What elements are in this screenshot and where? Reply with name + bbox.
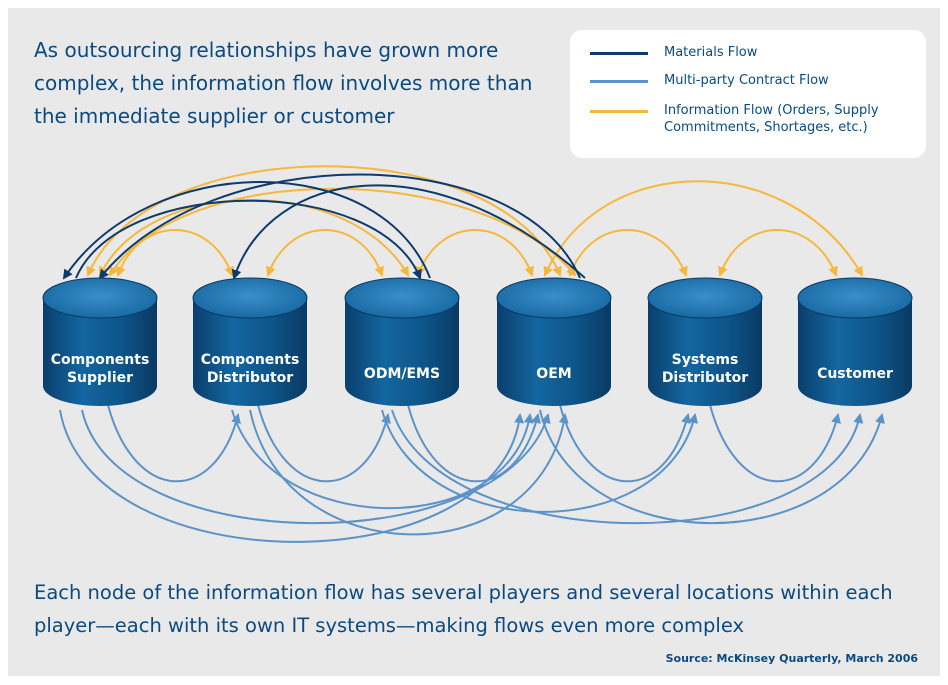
contract-arc-3 (407, 404, 541, 483)
info-arc-7 (86, 165, 562, 277)
node-customer: Customer (797, 277, 913, 406)
legend-swatch-materials (590, 52, 648, 55)
materials-flows (62, 173, 586, 280)
contract-arc-6 (81, 409, 551, 525)
node-label-4: OEM (536, 366, 571, 382)
node-components-distributor: Components Distributor (192, 277, 308, 406)
node-systems-distributor: Systems Distributor (647, 277, 763, 406)
info-arc-1 (116, 229, 234, 277)
legend-label-information: Information Flow (Orders, Supply Commitm… (664, 103, 879, 135)
contract-arc-9 (391, 409, 864, 525)
legend-swatch-information (590, 110, 648, 113)
legend: Materials Flow Multi-party Contract Flow… (570, 30, 926, 158)
contract-arc-1 (107, 404, 241, 483)
materials-arc-2 (98, 173, 581, 280)
footer-caption: Each node of the information flow has se… (34, 581, 893, 637)
info-arc-2 (266, 229, 384, 277)
info-arc-3 (416, 229, 534, 277)
info-arc-9 (108, 187, 577, 277)
contract-arc-12 (249, 409, 569, 536)
legend-label-materials: Materials Flow (664, 45, 758, 60)
headline: As outsourcing relationships have grown … (34, 38, 533, 128)
legend-label-contract: Multi-party Contract Flow (664, 73, 829, 88)
contract-arc-7 (231, 409, 534, 510)
info-arc-4 (568, 229, 688, 277)
legend-swatch-contract (590, 80, 648, 83)
contract-arc-8 (381, 409, 699, 513)
node-label-2a: Components (201, 352, 300, 368)
source-note: Source: McKinsey Quarterly, March 2006 (665, 652, 918, 665)
node-label-5b: Distributor (662, 370, 748, 386)
materials-arc-1 (62, 181, 431, 280)
node-label-2b: Distributor (207, 370, 293, 386)
contract-flows (59, 404, 885, 543)
node-label-1a: Components (51, 352, 150, 368)
node-label-1b: Supplier (67, 370, 133, 386)
information-flows (86, 165, 864, 277)
contract-arc-11 (539, 409, 885, 525)
materials-arc-3 (231, 184, 586, 280)
node-odm-ems: ODM/EMS (344, 277, 460, 406)
contract-arc-10 (59, 409, 525, 543)
materials-arc-4 (75, 199, 422, 280)
contract-arc-5 (709, 404, 841, 483)
contract-arc-4 (559, 404, 691, 483)
node-oem: OEM (496, 277, 612, 406)
node-label-6: Customer (817, 366, 893, 382)
node-label-3: ODM/EMS (364, 366, 440, 382)
node-label-5a: Systems (672, 352, 739, 368)
info-arc-5 (718, 229, 838, 277)
contract-arc-2 (257, 404, 391, 483)
node-components-supplier: Components Supplier (42, 277, 158, 406)
info-arc-8 (543, 180, 864, 277)
